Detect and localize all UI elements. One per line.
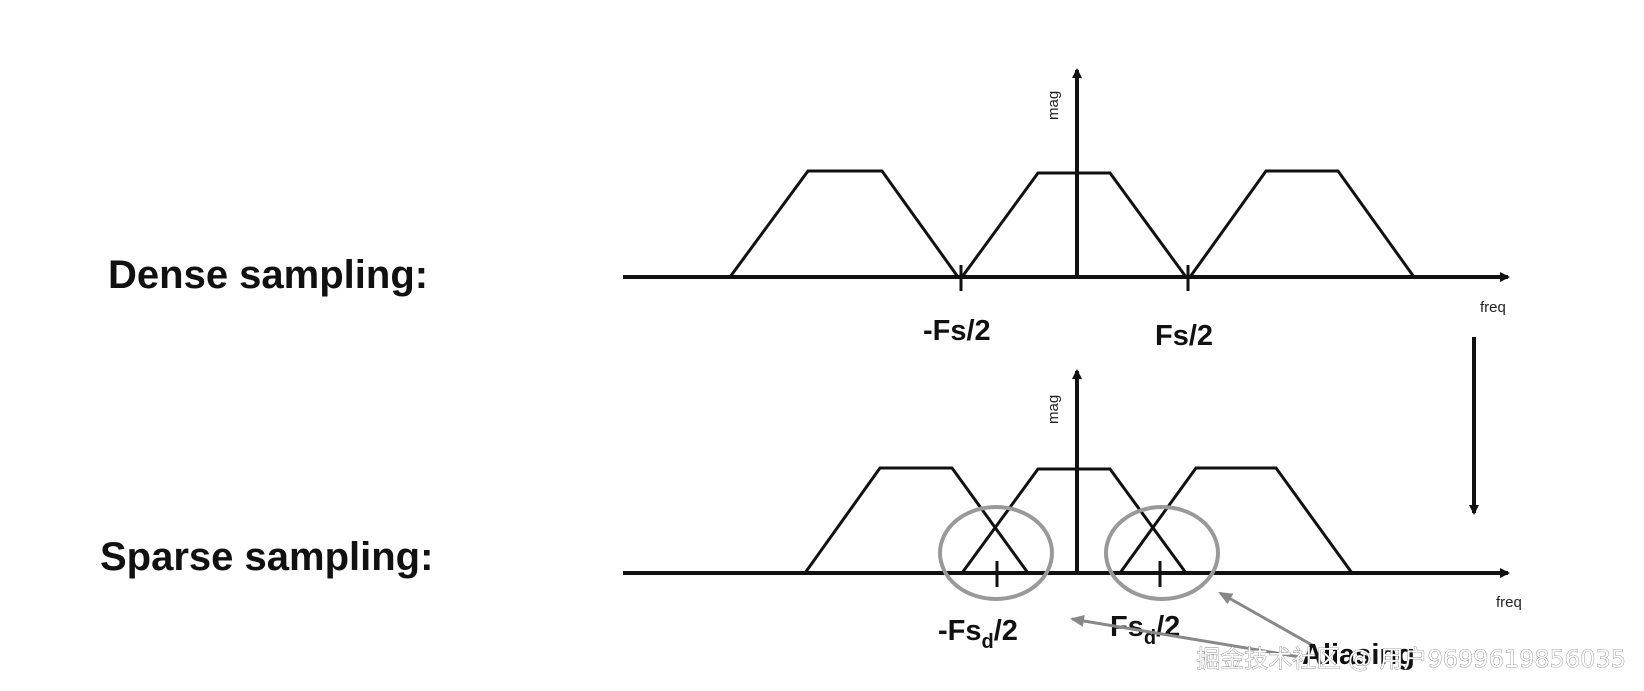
aliasing-label: Aliasing	[1302, 639, 1415, 671]
dense-spectrum-plot: mag freq -Fs/2 Fs/2	[623, 68, 1510, 352]
aliasing-pointer-left	[1070, 615, 1301, 659]
sparse-spectrum-replica-left	[803, 466, 1030, 574]
sparse-spectrum-plot: mag freq -Fsd/2 Fsd/2 Aliasing	[623, 369, 1522, 671]
watermark-text: 掘金技术社区 @ 用户9699619856035	[1196, 645, 1626, 673]
dense-spectrum-replica-left	[728, 169, 960, 278]
aliasing-pointer-right	[1218, 591, 1313, 647]
dense-tick-left-label: -Fs/2	[923, 315, 991, 347]
dense-freq-label: freq	[1480, 299, 1506, 316]
sparse-sampling-label: Sparse sampling:	[100, 535, 433, 579]
sparse-mag-label: mag	[1045, 395, 1062, 424]
sparse-tick-left-label: -Fsd/2	[938, 615, 1018, 653]
sparse-spectrum-replica-right	[1118, 466, 1354, 574]
dense-spectrum-replica-right	[1188, 169, 1416, 278]
sparse-spectrum-replica-center	[960, 467, 1188, 574]
dense-tick-right-label: Fs/2	[1155, 320, 1213, 352]
dense-mag-label: mag	[1045, 91, 1062, 120]
aliasing-circle-left	[938, 505, 1054, 601]
aliasing-circle-right	[1104, 505, 1220, 601]
sparse-freq-label: freq	[1496, 594, 1522, 611]
dense-spectrum-replica-center	[960, 171, 1188, 278]
dense-sampling-label: Dense sampling:	[108, 253, 428, 297]
